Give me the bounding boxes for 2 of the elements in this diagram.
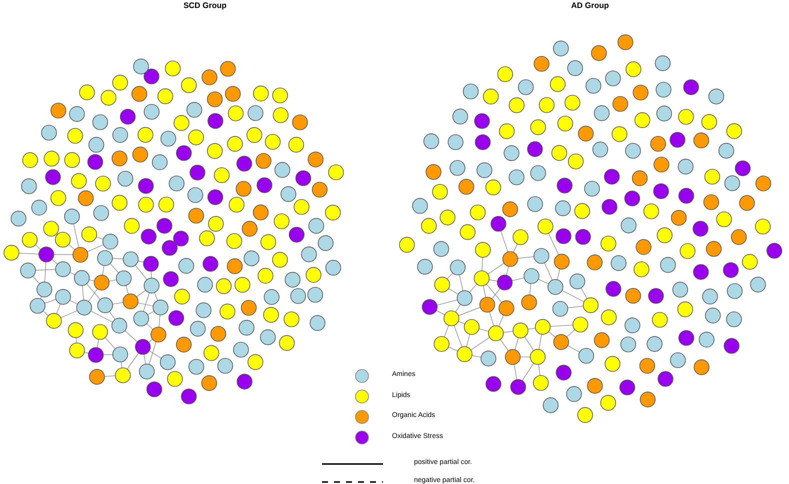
group-title: AD Group xyxy=(571,1,609,10)
group-title: SCD Group xyxy=(183,1,227,10)
